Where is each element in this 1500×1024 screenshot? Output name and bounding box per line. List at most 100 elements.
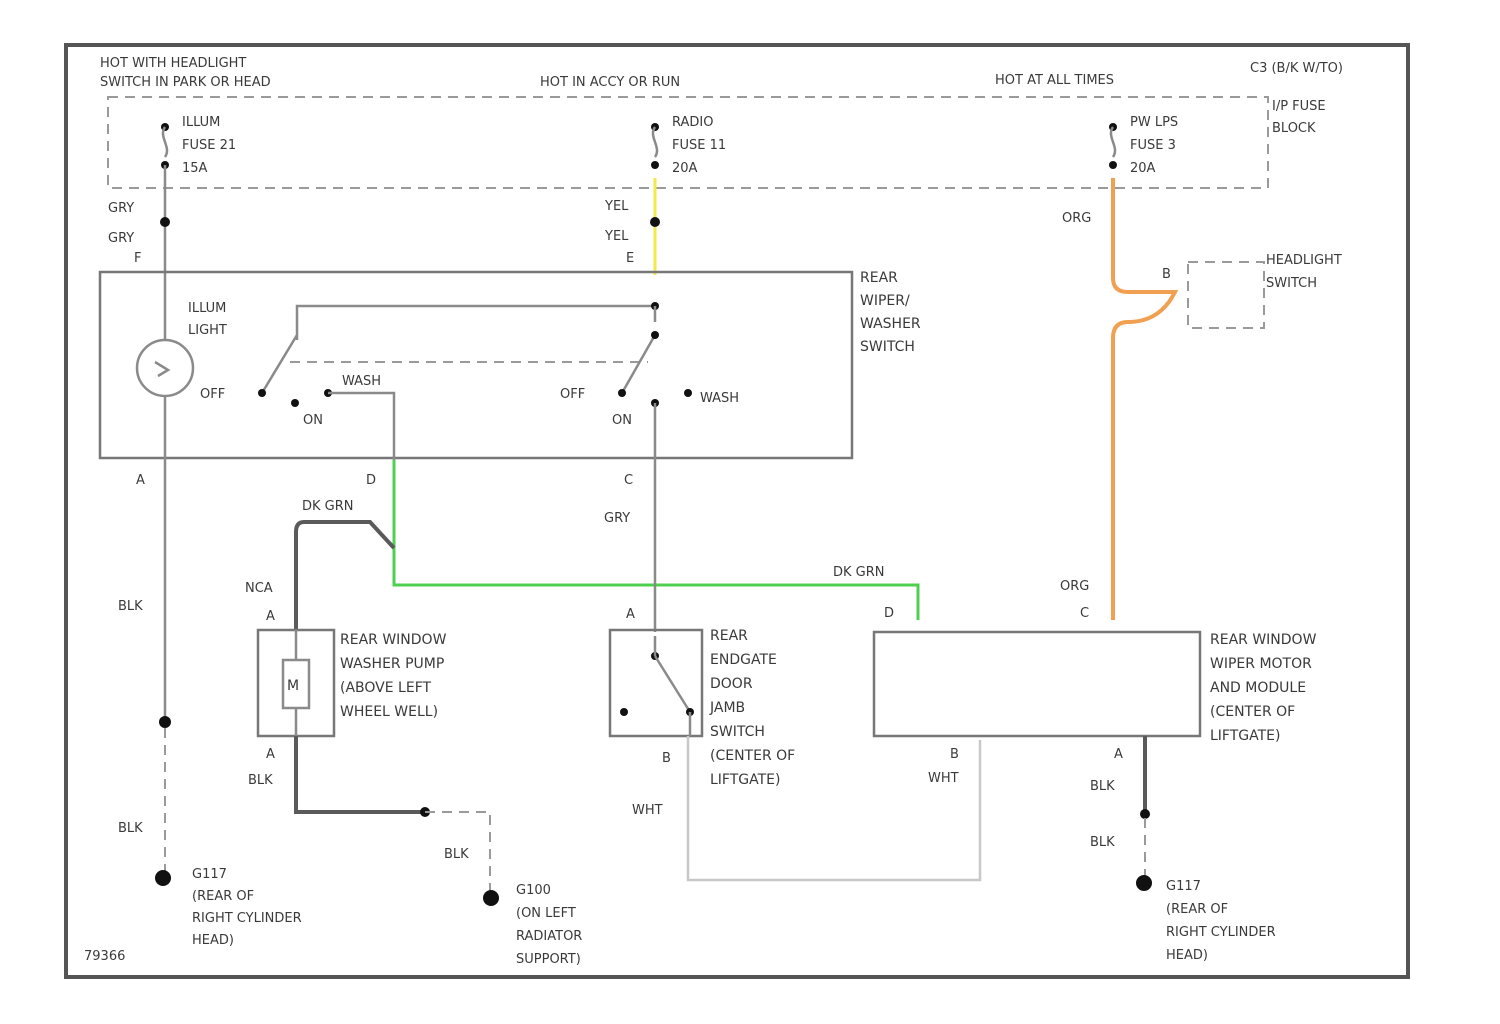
illum-filament [155, 362, 168, 376]
illum-light-label-2: LIGHT [188, 323, 227, 338]
g100-label-3: RADIATOR [516, 929, 582, 944]
gry-label: GRY [108, 201, 134, 216]
svg-text:FUSE 3: FUSE 3 [1130, 138, 1176, 153]
pin-a-motor: A [1114, 747, 1123, 762]
headlight-switch-label: HEADLIGHT [1266, 253, 1342, 268]
g117-right-label-2: (REAR OF [1166, 902, 1228, 917]
switch-pivot-right [618, 389, 626, 397]
g100-label-4: SUPPORT) [516, 952, 581, 967]
fuse-illum: ILLUM FUSE 21 15A [161, 115, 236, 176]
endgate-switch-blade [655, 656, 690, 712]
wiper-motor-label: REAR WINDOW [1210, 632, 1317, 648]
pin-b-endgate: B [662, 751, 671, 766]
illum-light-label: ILLUM [188, 301, 226, 316]
org-label-2: ORG [1060, 579, 1089, 594]
washer-pump-label-2: WASHER PUMP [340, 656, 444, 672]
ground-g117-left [155, 870, 171, 886]
blk-label-left: BLK [118, 599, 143, 614]
gry-label-2: GRY [108, 231, 134, 246]
nca-label: NCA [245, 581, 273, 596]
wiper-switch-label-2: WIPER/ [860, 293, 910, 309]
wiper-motor-box [874, 632, 1200, 736]
switch-common-right [651, 331, 659, 339]
fuse-block-label-2: BLOCK [1272, 121, 1316, 136]
svg-text:PW LPS: PW LPS [1130, 115, 1178, 130]
wash-wire-left [328, 393, 394, 460]
ground-g117-right [1136, 875, 1152, 891]
endgate-label-3: DOOR [710, 676, 753, 692]
endgate-label-7: LIFTGATE) [710, 772, 781, 788]
pin-d-motor: D [884, 606, 894, 621]
dk-grn-label: DK GRN [302, 499, 354, 514]
g117-right-label-3: RIGHT CYLINDER [1166, 925, 1276, 940]
g117-left-label: G117 [192, 867, 227, 882]
switch-on-contact-left [291, 399, 299, 407]
washer-motor-symbol: M [287, 678, 299, 694]
ground-g100 [483, 890, 499, 906]
dk-grn-label-2: DK GRN [833, 565, 885, 580]
headlight-switch-label-2: SWITCH [1266, 276, 1317, 291]
acc-run-hot-label: HOT IN ACCY OR RUN [540, 75, 680, 90]
wiper-motor-label-4: (CENTER OF [1210, 704, 1295, 720]
g117-left-label-4: HEAD) [192, 933, 234, 948]
wiper-motor-label-5: LIFTGATE) [1210, 728, 1281, 744]
blk-label-left-2: BLK [118, 821, 143, 836]
off-label-left: OFF [200, 387, 225, 402]
wiper-switch-label-4: SWITCH [860, 339, 915, 355]
endgate-label-6: (CENTER OF [710, 748, 795, 764]
svg-text:ILLUM: ILLUM [182, 115, 220, 130]
blk-label-motor-2: BLK [1090, 835, 1115, 850]
switch-wash-contact-right [684, 389, 692, 397]
on-label-left: ON [303, 413, 323, 428]
svg-text:FUSE 21: FUSE 21 [182, 138, 236, 153]
g117-right-label-4: HEAD) [1166, 948, 1208, 963]
g117-left-label-3: RIGHT CYLINDER [192, 911, 302, 926]
headlight-hot-label: HOT WITH HEADLIGHT [100, 56, 246, 71]
wiper-switch-label: REAR [860, 270, 898, 286]
all-times-hot-label: HOT AT ALL TIMES [995, 73, 1114, 88]
endgate-label-2: ENDGATE [710, 652, 777, 668]
gry-label-endgate: GRY [604, 511, 630, 526]
fuse-radio: RADIO FUSE 11 20A [651, 115, 726, 176]
org-label: ORG [1062, 211, 1091, 226]
yel-label-2: YEL [604, 229, 629, 244]
washer-pump-label-4: WHEEL WELL) [340, 704, 438, 720]
wash-label-right: WASH [700, 391, 739, 406]
figure-id: 79366 [84, 949, 125, 964]
wiper-switch-blade-left [262, 335, 297, 393]
gry-connector [160, 217, 170, 227]
off-label-right: OFF [560, 387, 585, 402]
washer-pump-label: REAR WINDOW [340, 632, 447, 648]
washer-pump-feed [296, 522, 394, 630]
blk-connector-left [159, 716, 171, 728]
fuse-pwr: PW LPS FUSE 3 20A [1109, 115, 1178, 176]
g100-label-2: (ON LEFT [516, 906, 576, 921]
switch-pivot-left [258, 389, 266, 397]
on-label-right: ON [612, 413, 632, 428]
endgate-contact-open [620, 708, 628, 716]
washer-pump-label-3: (ABOVE LEFT [340, 680, 431, 696]
wiper-switch-label-3: WASHER [860, 316, 921, 332]
svg-text:20A: 20A [672, 161, 698, 176]
switch-link [297, 306, 655, 340]
pin-a-washer-bottom: A [266, 747, 275, 762]
wiper-switch-box [100, 272, 852, 458]
pin-a-switch: A [136, 473, 145, 488]
pin-b-motor: B [950, 747, 959, 762]
svg-text:20A: 20A [1130, 161, 1156, 176]
pin-d-switch: D [366, 473, 376, 488]
yel-connector [650, 217, 660, 227]
washer-ground-wire [296, 736, 425, 812]
pin-a-washer-top: A [266, 609, 275, 624]
wiper-switch-blade-right [622, 306, 655, 393]
headlight-hot-label-2: SWITCH IN PARK OR HEAD [100, 75, 271, 90]
endgate-label-5: SWITCH [710, 724, 765, 740]
blk-label-washer-2: BLK [444, 847, 469, 862]
pin-a-endgate: A [626, 607, 635, 622]
endgate-label: REAR [710, 628, 748, 644]
svg-text:RADIO: RADIO [672, 115, 713, 130]
org-wire [1113, 178, 1175, 620]
headlight-switch-box [1188, 262, 1264, 328]
g100-label: G100 [516, 883, 551, 898]
